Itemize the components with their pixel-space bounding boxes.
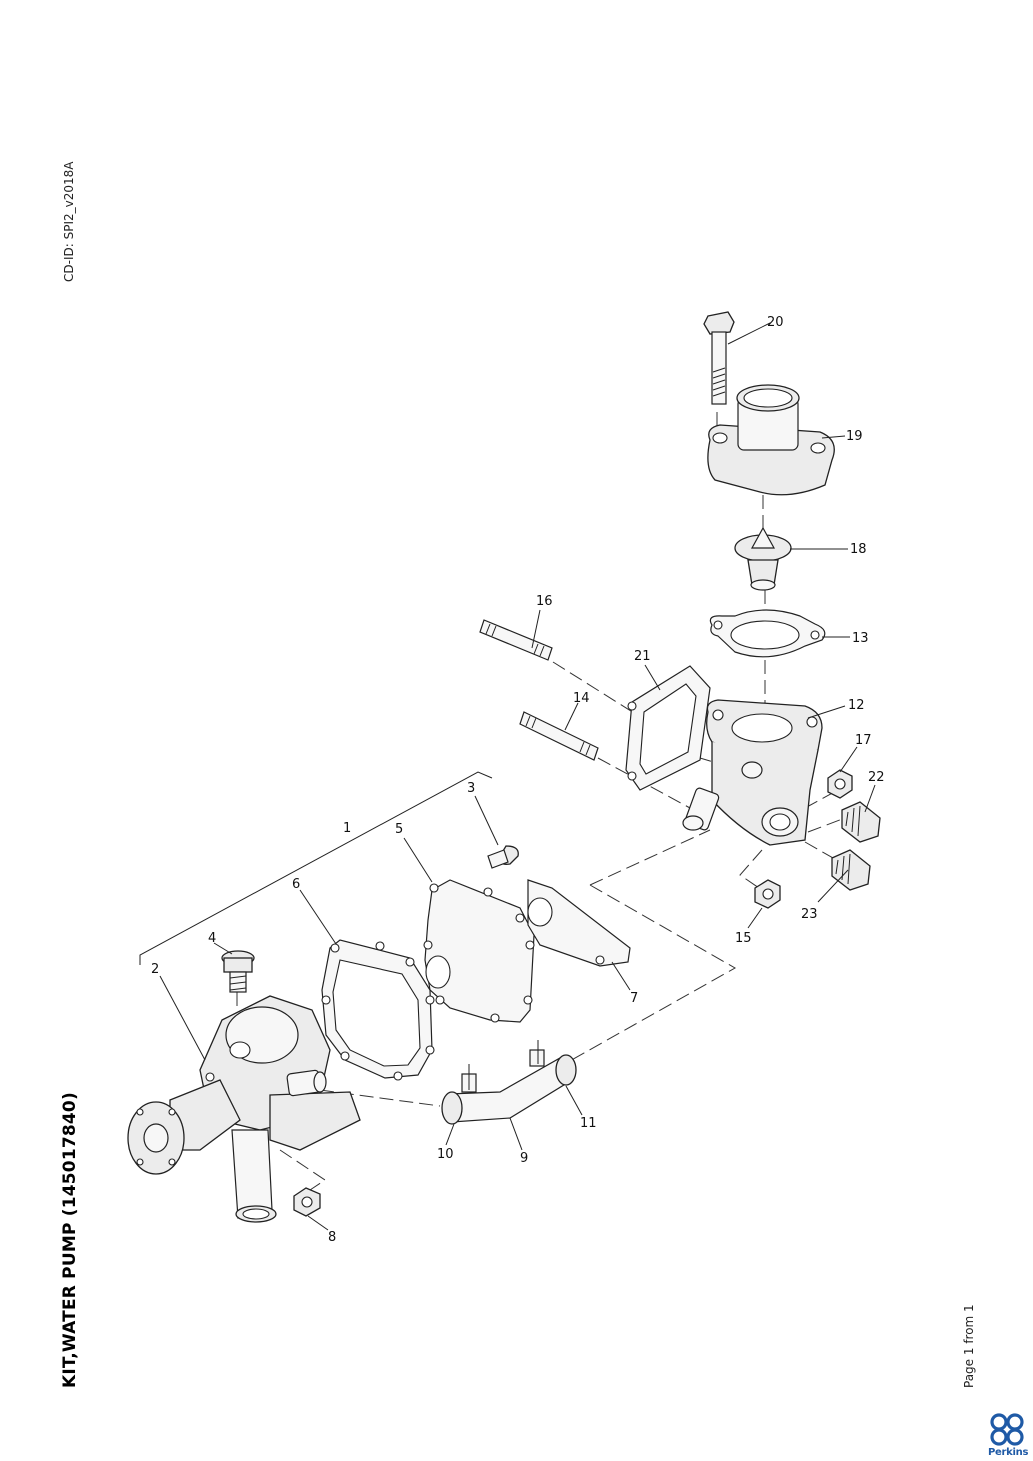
perkins-logo-icon [990, 1413, 1024, 1446]
part-13-thermostat-gasket [709, 609, 826, 658]
callout-2: 2 [151, 962, 159, 977]
part-2-water-pump-body [127, 995, 361, 1223]
callout-3: 3 [467, 781, 475, 796]
part-3-screw [487, 845, 519, 869]
callout-22: 22 [868, 770, 885, 785]
callout-14: 14 [573, 691, 590, 706]
part-12-thermostat-body [682, 699, 823, 846]
callout-labels: 1 2 3 4 5 6 7 8 9 10 11 12 13 14 15 16 1… [151, 315, 885, 1245]
callout-6: 6 [292, 877, 300, 892]
part-8-nut [293, 1187, 321, 1217]
callout-19: 19 [846, 429, 863, 444]
part-6-pump-gasket [321, 939, 435, 1081]
leader-lines [159, 322, 876, 1231]
callout-9: 9 [520, 1151, 528, 1166]
callout-5: 5 [395, 822, 403, 837]
part-23-plug [831, 849, 871, 891]
part-22-plug [841, 801, 881, 843]
part-11-hose-clamp [529, 1040, 577, 1086]
callout-17: 17 [855, 733, 872, 748]
part-21-gasket [625, 665, 711, 791]
part-20-bolt [703, 311, 735, 405]
part-18-thermostat [734, 526, 792, 591]
part-19-outlet-housing [707, 384, 835, 496]
callout-13: 13 [852, 631, 869, 646]
callout-20: 20 [767, 315, 784, 330]
callout-16: 16 [536, 594, 553, 609]
part-14-stud [519, 711, 599, 761]
part-4-plug [221, 950, 255, 993]
callout-7: 7 [630, 991, 638, 1006]
callout-8: 8 [328, 1230, 336, 1245]
callout-21: 21 [634, 649, 651, 664]
callout-18: 18 [850, 542, 867, 557]
part-7-gasket [527, 879, 631, 967]
part-15-nut [754, 879, 781, 909]
part-16-stud [479, 619, 553, 661]
callout-4: 4 [208, 931, 216, 946]
part-5-cover-plate [423, 879, 535, 1023]
kit-bracket-line [139, 771, 493, 965]
perkins-logo-text: Perkins [988, 1447, 1029, 1458]
callout-23: 23 [801, 907, 818, 922]
callout-12: 12 [848, 698, 865, 713]
callout-10: 10 [437, 1147, 454, 1162]
callout-11: 11 [580, 1116, 597, 1131]
callout-1: 1 [343, 821, 351, 836]
callout-15: 15 [735, 931, 752, 946]
part-17-plug [827, 769, 853, 799]
part-10-hose-clamp [441, 1064, 477, 1125]
